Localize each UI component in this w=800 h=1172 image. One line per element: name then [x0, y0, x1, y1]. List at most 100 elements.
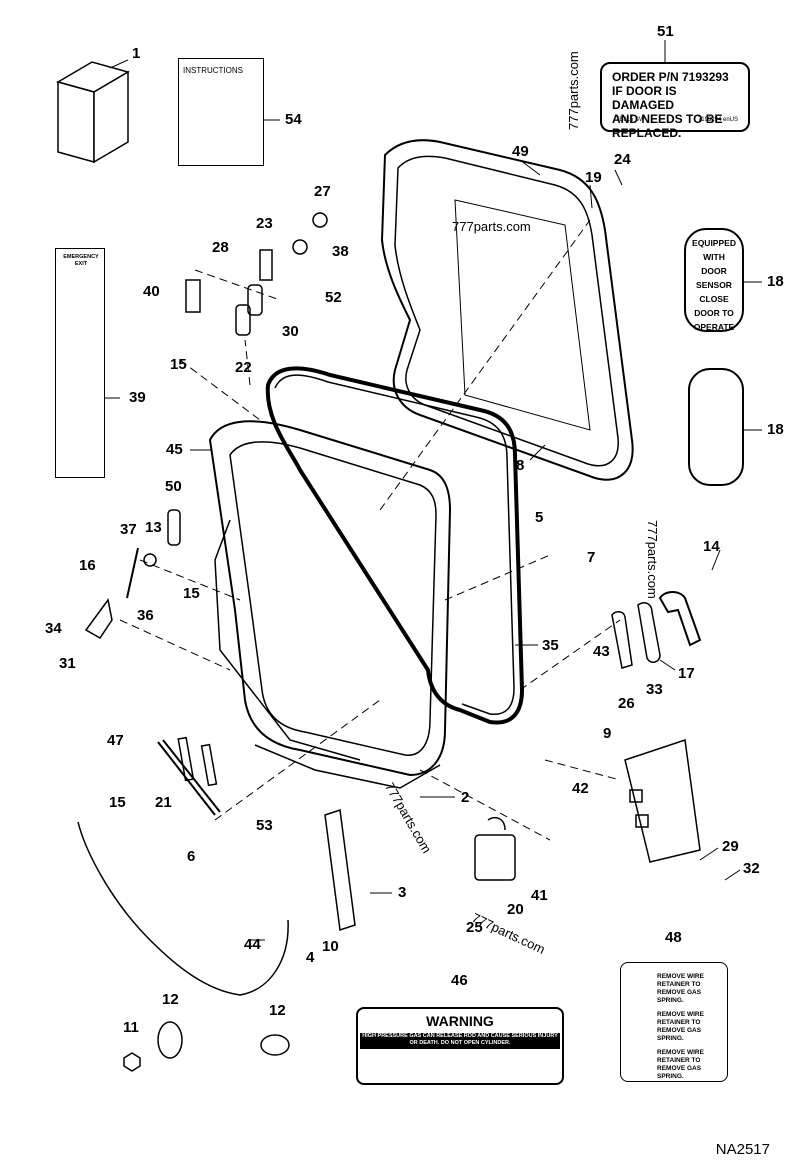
door-frame: [208, 420, 452, 789]
cable-tie: [260, 1034, 290, 1056]
spacer-plate: [167, 509, 181, 546]
gas-spring-decal: REMOVE WIRE RETAINER TO REMOVE GAS SPRIN…: [620, 962, 728, 1082]
callout: 15: [109, 794, 126, 811]
watermark: 777parts.com: [452, 219, 531, 234]
callout: 6: [187, 848, 196, 865]
callout: 11: [123, 1019, 139, 1036]
callout: 49: [512, 143, 529, 160]
bushing: [143, 553, 157, 567]
instructions-title: INSTRUCTIONS: [183, 66, 243, 75]
callout: 7: [587, 549, 596, 566]
callout: 14: [703, 538, 720, 555]
callout: 53: [256, 817, 273, 834]
watermark: 777parts.com: [566, 51, 581, 130]
callout: 30: [282, 323, 299, 340]
callout: 41: [531, 887, 548, 904]
order-decal: ORDER P/N 7193293 IF DOOR IS DAMAGED AND…: [600, 62, 750, 140]
instructions-sheet: INSTRUCTIONS: [178, 58, 264, 166]
hinge-bracket: [185, 279, 201, 313]
callout: 51: [657, 23, 674, 40]
callout: 21: [155, 794, 172, 811]
sensor-decal-2: [688, 368, 744, 486]
sensor-line: SENSOR: [696, 280, 732, 290]
diagram-code: NA2517: [715, 1141, 770, 1158]
sensor-line: WITH: [703, 252, 725, 262]
sensor-line: CLOSE: [699, 294, 729, 304]
dashed-leaders: [119, 219, 621, 841]
callout: 52: [325, 289, 342, 306]
emergency-title: EMERGENCY EXIT: [63, 254, 99, 267]
gas-row: REMOVE WIRE RETAINER TO REMOVE GAS SPRIN…: [657, 1049, 704, 1080]
door-seal: [265, 366, 525, 725]
bumper-2: [292, 239, 308, 255]
gas-row: REMOVE WIRE RETAINER TO REMOVE GAS SPRIN…: [657, 1011, 704, 1042]
sensor-line: DOOR TO: [694, 308, 734, 318]
callout: 15: [170, 356, 187, 373]
callout: 38: [332, 243, 349, 260]
callout: 31: [59, 655, 76, 672]
callout: 50: [165, 478, 182, 495]
watermark: 777parts.com: [645, 520, 660, 599]
callout: 40: [143, 283, 160, 300]
cable-tie: [157, 1021, 183, 1059]
callout: 25: [466, 919, 483, 936]
gas-row: REMOVE WIRE RETAINER TO REMOVE GAS SPRIN…: [657, 973, 704, 1004]
callout: 24: [614, 151, 631, 168]
order-line-3: AND NEEDS TO BE: [612, 112, 723, 126]
hinge-link-2: [235, 304, 251, 336]
callout: 1: [132, 45, 141, 62]
callout: 12: [269, 1002, 286, 1019]
sensor-line: OPERATE: [693, 322, 735, 332]
callout: 22: [235, 359, 252, 376]
callout: 19: [585, 169, 602, 186]
callout: 3: [398, 884, 407, 901]
callout: 5: [535, 509, 544, 526]
hinge-panel: [624, 739, 701, 863]
callout: 4: [306, 949, 315, 966]
hinge-link: [247, 284, 263, 316]
sensor-decal: EQUIPPED WITH DOOR SENSOR CLOSE DOOR TO …: [684, 228, 744, 332]
catch: [84, 598, 113, 639]
callout: 29: [722, 838, 739, 855]
callout: 39: [129, 389, 146, 406]
callout: 45: [166, 441, 183, 458]
callout: 26: [618, 695, 635, 712]
callout: 43: [593, 643, 610, 660]
callout: 34: [45, 620, 62, 637]
callout: 13: [145, 519, 162, 536]
callout: 35: [542, 637, 559, 654]
callout: 36: [137, 607, 154, 624]
order-line-2: IF DOOR IS DAMAGED: [612, 84, 677, 112]
order-line-1: ORDER P/N 7193293: [612, 70, 729, 84]
gas-spring: [157, 736, 221, 816]
callout: 37: [120, 521, 137, 538]
callout: 16: [79, 557, 96, 574]
callout: 47: [107, 732, 124, 749]
door-handle: [611, 591, 702, 669]
warning-decal: WARNING HIGH PRESSURE GAS CAN RELEASE RO…: [356, 1007, 564, 1085]
callout: 17: [678, 665, 695, 682]
callout: 44: [244, 936, 261, 953]
callout: 2: [461, 789, 470, 806]
callout: 32: [743, 860, 760, 877]
callout: 12: [162, 991, 179, 1008]
callout: 54: [285, 111, 302, 128]
callout-leaders: [105, 40, 762, 941]
callout: 18: [767, 273, 784, 290]
door-latch: [474, 817, 516, 881]
door-glass: [380, 139, 634, 481]
warning-body: HIGH PRESSURE GAS CAN RELEASE ROD AND CA…: [360, 1033, 560, 1049]
callout: 33: [646, 681, 663, 698]
emergency-exit-decal: EMERGENCY EXIT: [55, 248, 105, 478]
order-line-4: REPLACED.: [612, 126, 682, 140]
sensor-line: DOOR: [701, 266, 727, 276]
warning-title: WARNING: [360, 1011, 560, 1031]
callout: 18: [767, 421, 784, 438]
callout: 10: [322, 938, 339, 955]
latch-bracket: [324, 809, 356, 931]
callout: 9: [603, 725, 612, 742]
callout: 23: [256, 215, 273, 232]
callout: 15: [183, 585, 200, 602]
sensor-line: EQUIPPED: [692, 238, 736, 248]
bumper: [312, 212, 328, 228]
